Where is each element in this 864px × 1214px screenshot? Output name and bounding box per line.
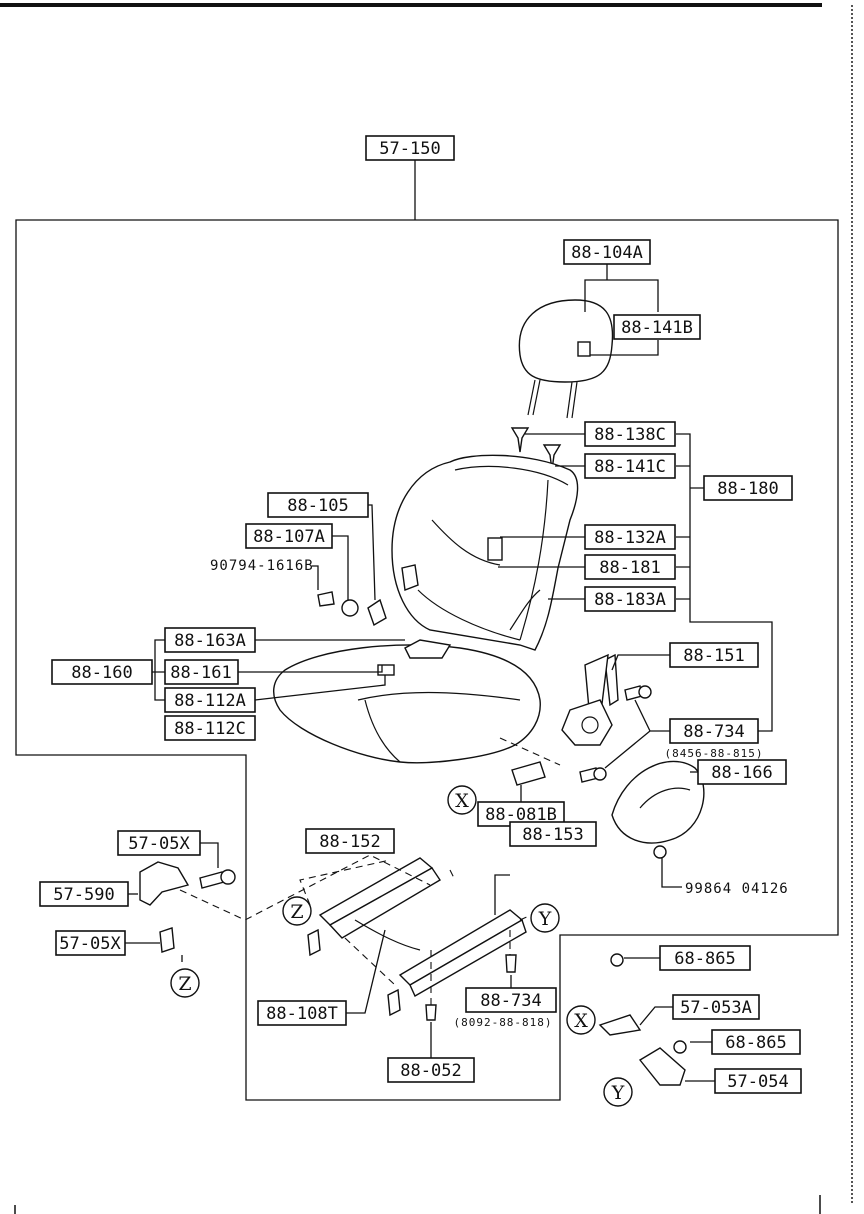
page-frame bbox=[0, 3, 853, 1214]
svg-text:88-141C: 88-141C bbox=[594, 457, 666, 477]
part-88-052: 88-052 bbox=[387, 1057, 475, 1083]
part-88-104A: 88-104A bbox=[563, 239, 651, 265]
ref-circle-z-rail: Z bbox=[282, 896, 312, 926]
svg-text:Y: Y bbox=[538, 908, 552, 930]
part-57-590: 57-590 bbox=[39, 881, 129, 907]
svg-text:88-112C: 88-112C bbox=[174, 719, 246, 739]
part-68-865-bottom: 68-865 bbox=[711, 1029, 801, 1055]
recliner-bracket-illustration bbox=[561, 653, 619, 746]
svg-text:90794-1616B: 90794-1616B bbox=[210, 558, 314, 574]
svg-text:57-053A: 57-053A bbox=[680, 998, 752, 1018]
part-88-183A: 88-183A bbox=[584, 586, 676, 612]
svg-text:57-054: 57-054 bbox=[727, 1072, 788, 1092]
ref-circle-x-rail: X bbox=[447, 785, 477, 815]
headrest-illustration bbox=[518, 299, 614, 419]
part-88-141C: 88-141C bbox=[584, 453, 676, 479]
svg-text:88-081B: 88-081B bbox=[485, 805, 557, 825]
screw-number-99864: 99864 04126 bbox=[685, 881, 789, 897]
side-brackets-illustration bbox=[598, 953, 687, 1086]
part-57-150: 57-150 bbox=[365, 135, 455, 161]
part-57-05X-bottom: 57-05X bbox=[55, 930, 126, 956]
assembly-outline bbox=[15, 160, 839, 1101]
part-88-132A: 88-132A bbox=[584, 524, 676, 550]
part-88-734-recliner: 88-734 (8456-88-815) bbox=[664, 718, 763, 760]
part-88-141B: 88-141B bbox=[613, 314, 701, 340]
svg-text:88-181: 88-181 bbox=[599, 558, 660, 578]
svg-text:88-138C: 88-138C bbox=[594, 425, 666, 445]
svg-text:88-141B: 88-141B bbox=[621, 318, 693, 338]
svg-text:57-150: 57-150 bbox=[379, 139, 440, 159]
bracket-57-590-illustration bbox=[139, 861, 236, 953]
part-57-054: 57-054 bbox=[714, 1068, 802, 1094]
ref-circle-y-bracket: Y bbox=[603, 1077, 633, 1107]
svg-text:88-180: 88-180 bbox=[717, 479, 778, 499]
bolt-cluster-illustration bbox=[317, 591, 387, 627]
part-88-161: 88-161 bbox=[164, 659, 239, 685]
part-88-153: 88-153 bbox=[509, 821, 597, 847]
svg-text:57-05X: 57-05X bbox=[59, 934, 121, 954]
part-88-734-rail: 88-734 (8092-88-818) bbox=[453, 987, 557, 1029]
svg-text:X: X bbox=[455, 790, 469, 812]
part-88-163A: 88-163A bbox=[164, 627, 256, 653]
svg-text:88-160: 88-160 bbox=[71, 663, 132, 683]
svg-text:88-104A: 88-104A bbox=[571, 243, 643, 263]
part-88-138C: 88-138C bbox=[584, 421, 676, 447]
part-88-108T: 88-108T bbox=[257, 1000, 347, 1026]
dashed-guide-lines bbox=[179, 737, 561, 1005]
part-88-160: 88-160 bbox=[51, 659, 153, 685]
svg-text:88-105: 88-105 bbox=[287, 496, 348, 516]
part-88-107A: 88-107A bbox=[245, 523, 333, 549]
svg-text:68-865: 68-865 bbox=[674, 949, 735, 969]
ref-circle-z-left: Z bbox=[170, 968, 200, 998]
part-88-181: 88-181 bbox=[584, 554, 676, 580]
lever-knob-illustration bbox=[511, 761, 546, 786]
svg-text:57-590: 57-590 bbox=[53, 885, 114, 905]
part-88-151: 88-151 bbox=[669, 642, 759, 668]
ref-circle-x-bracket: X bbox=[566, 1005, 596, 1035]
seat-cushion-illustration bbox=[273, 639, 541, 764]
svg-text:99864 04126: 99864 04126 bbox=[685, 881, 789, 897]
svg-text:88-166: 88-166 bbox=[711, 763, 772, 783]
svg-text:88-734: 88-734 bbox=[683, 722, 744, 742]
svg-text:(8456-88-815): (8456-88-815) bbox=[664, 747, 763, 760]
svg-text:68-865: 68-865 bbox=[725, 1033, 786, 1053]
svg-text:Y: Y bbox=[611, 1082, 625, 1104]
svg-text:88-163A: 88-163A bbox=[174, 631, 246, 651]
svg-text:57-05X: 57-05X bbox=[128, 834, 190, 854]
svg-text:88-183A: 88-183A bbox=[594, 590, 666, 610]
headrest-guide-illustration bbox=[510, 427, 562, 471]
svg-text:88-734: 88-734 bbox=[480, 991, 541, 1011]
part-57-05X-top: 57-05X bbox=[117, 830, 201, 856]
part-88-105: 88-105 bbox=[267, 492, 369, 518]
svg-text:88-107A: 88-107A bbox=[253, 527, 325, 547]
svg-text:Z: Z bbox=[178, 973, 191, 995]
svg-text:88-112A: 88-112A bbox=[174, 691, 246, 711]
ref-circle-y-rail: Y bbox=[530, 903, 560, 933]
recliner-cover-illustration bbox=[611, 760, 705, 859]
svg-text:88-052: 88-052 bbox=[400, 1061, 461, 1081]
part-88-112A: 88-112A bbox=[164, 687, 256, 713]
svg-text:X: X bbox=[574, 1010, 588, 1032]
svg-text:88-151: 88-151 bbox=[683, 646, 744, 666]
leader-lines bbox=[125, 264, 773, 1082]
svg-text:88-153: 88-153 bbox=[522, 825, 583, 845]
part-68-865-top: 68-865 bbox=[659, 945, 751, 971]
rail-bolts-illustration bbox=[425, 954, 517, 1021]
recliner-bolts-illustration bbox=[579, 685, 652, 783]
svg-text:88-132A: 88-132A bbox=[594, 528, 666, 548]
part-88-180: 88-180 bbox=[703, 475, 793, 501]
part-88-152: 88-152 bbox=[305, 828, 395, 854]
bolt-number-90794: 90794-1616B bbox=[210, 558, 314, 574]
part-88-166: 88-166 bbox=[697, 759, 787, 785]
svg-text:(8092-88-818): (8092-88-818) bbox=[453, 1016, 552, 1029]
svg-text:88-108T: 88-108T bbox=[266, 1004, 338, 1024]
part-57-053A: 57-053A bbox=[672, 994, 760, 1020]
part-88-112C: 88-112C bbox=[164, 715, 256, 741]
svg-text:88-161: 88-161 bbox=[170, 663, 231, 683]
svg-text:Z: Z bbox=[290, 901, 303, 923]
seatback-illustration bbox=[391, 454, 579, 651]
svg-text:88-152: 88-152 bbox=[319, 832, 380, 852]
